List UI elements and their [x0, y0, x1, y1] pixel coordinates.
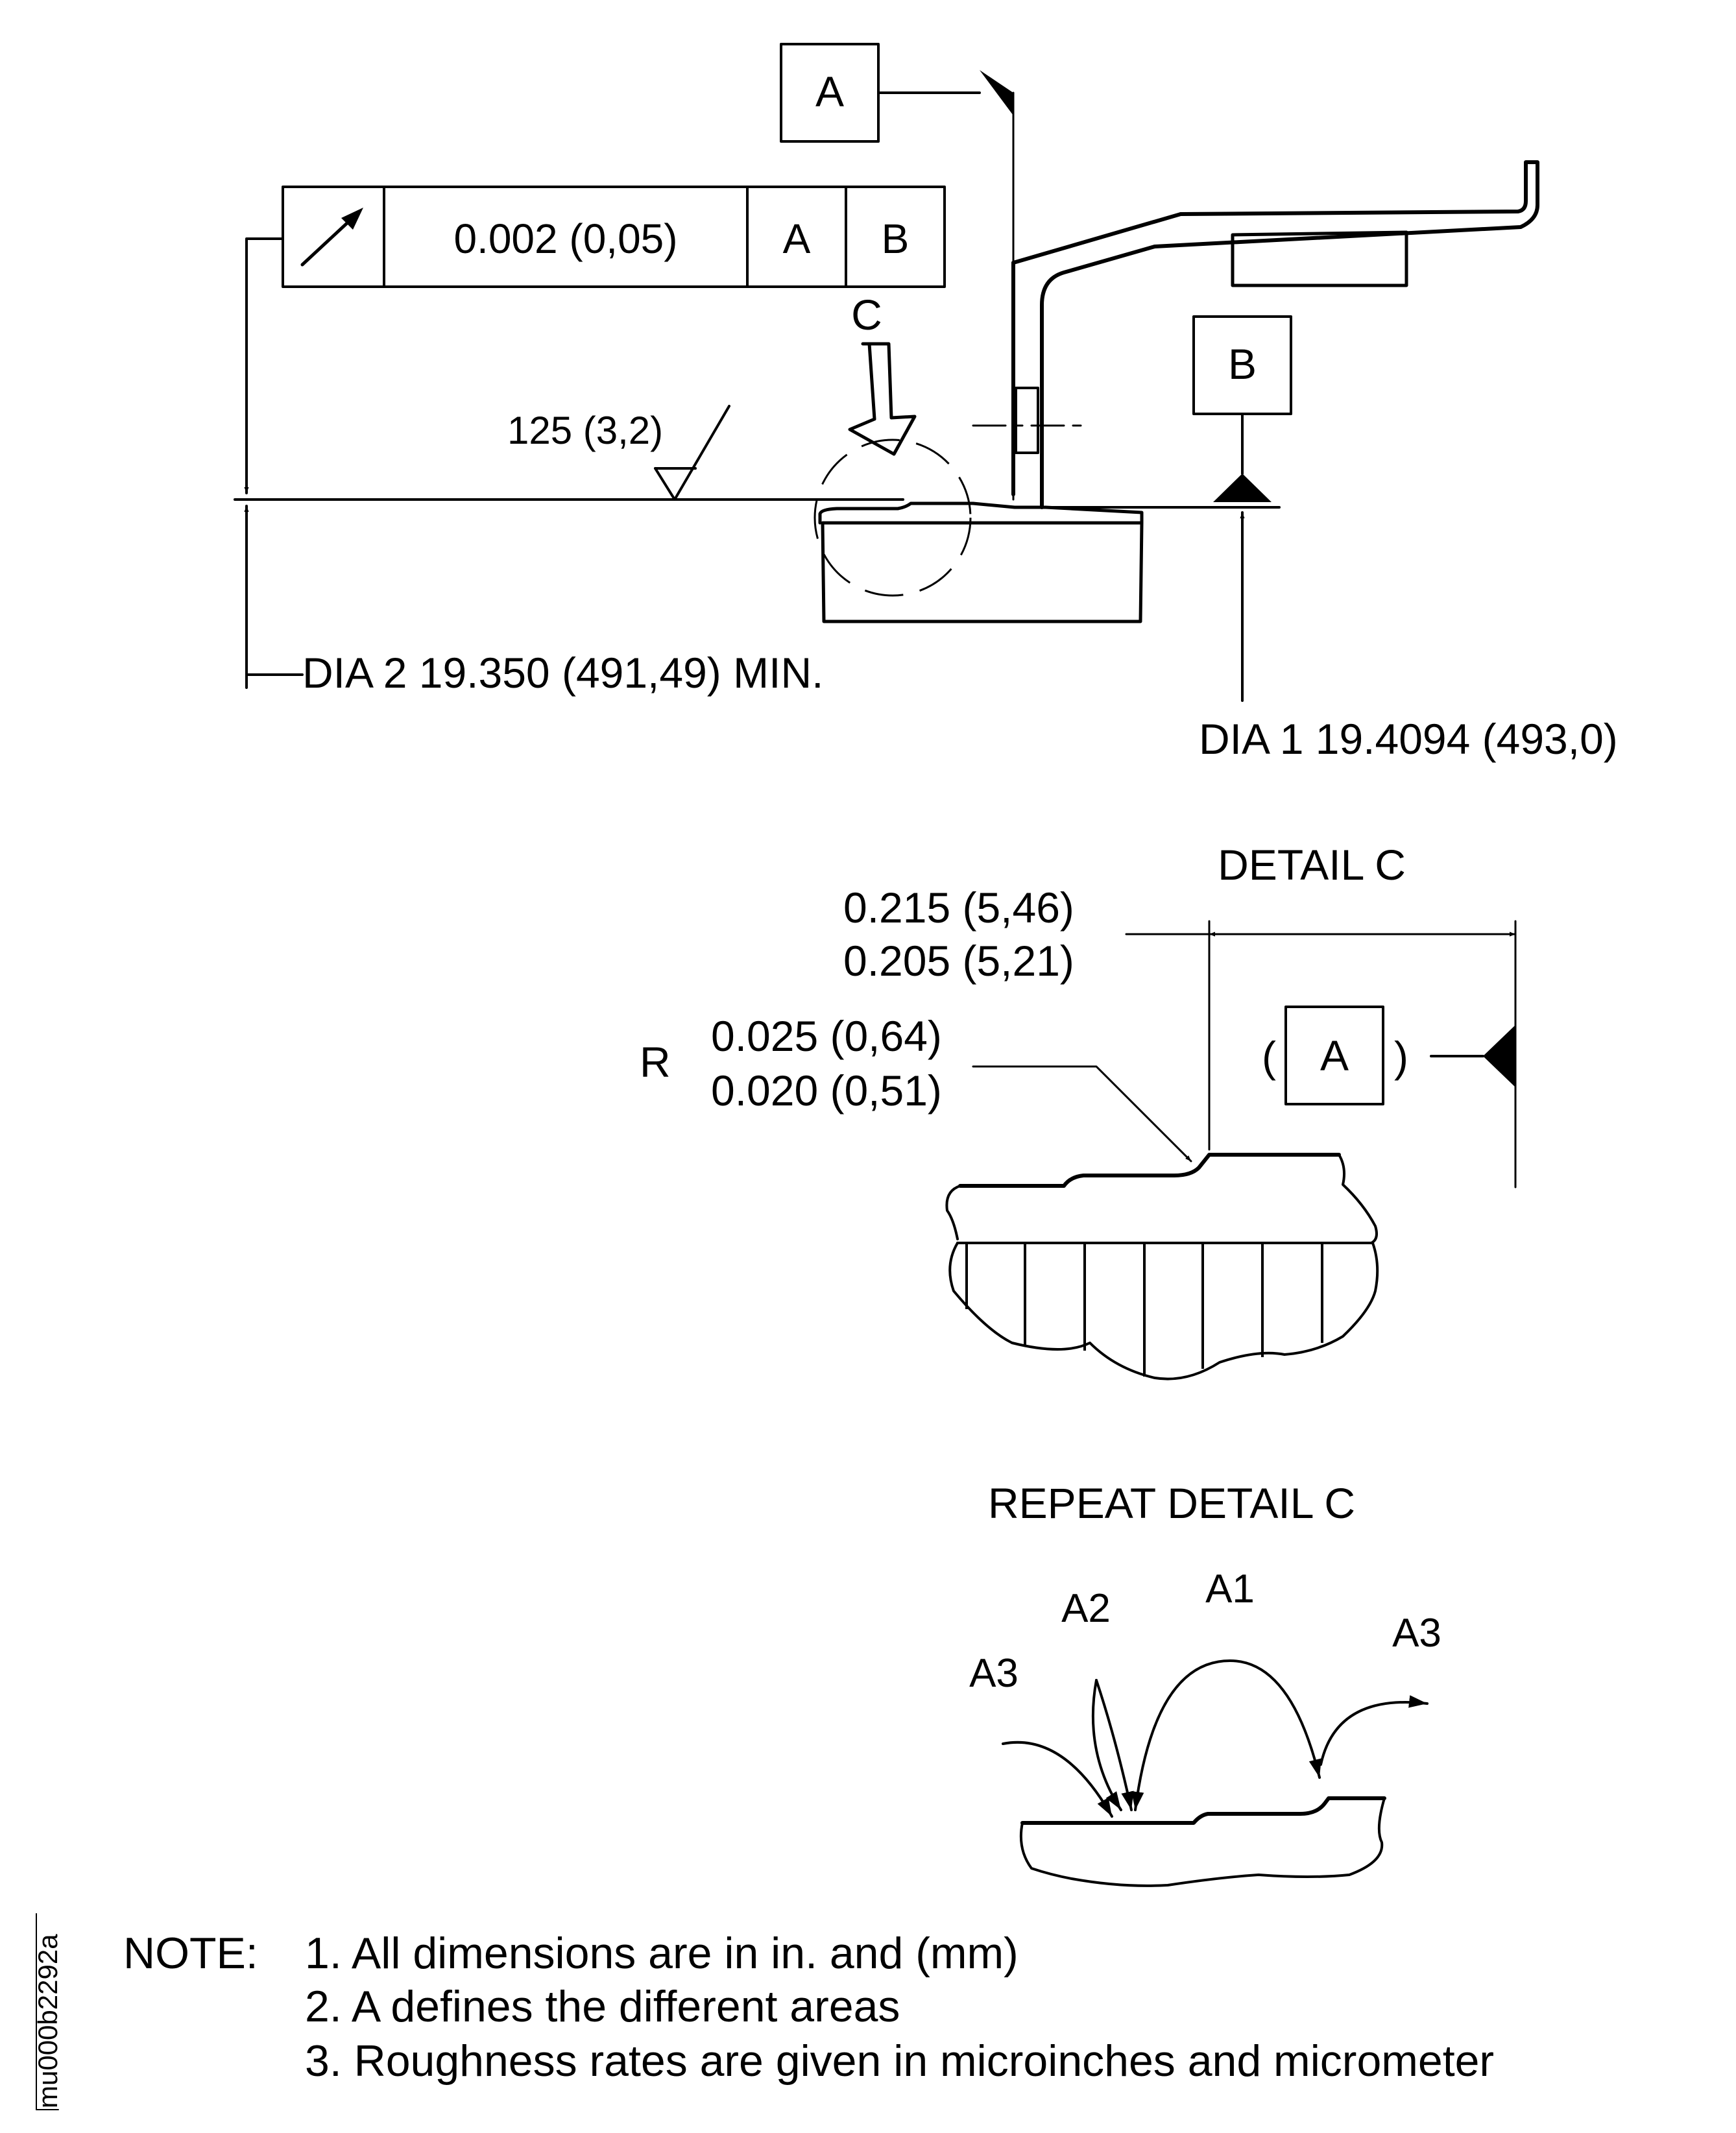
datum-b-triangle — [1213, 474, 1272, 502]
repeat-detail-title: REPEAT DETAIL C — [988, 1479, 1355, 1527]
note-item-3: 3. Roughness rates are given in microinc… — [305, 2036, 1494, 2086]
figure-id-block: mu000b2292a — [32, 1913, 63, 2110]
detail-circle — [814, 439, 972, 597]
datum-b-symbol: B — [1041, 315, 1292, 509]
figure-id: mu000b2292a — [32, 1934, 63, 2108]
area-label-a2: A2 — [1061, 1586, 1111, 1631]
ref-close-paren: ) — [1394, 1033, 1408, 1081]
radius-lower: 0.020 (0,51) — [711, 1066, 942, 1115]
detail-c-arrow — [848, 342, 917, 456]
dia2-label: DIA 2 19.350 (491,49) MIN. — [302, 649, 823, 697]
detail-c-dim-upper: 0.215 (5,46) — [843, 884, 1074, 932]
roughness-label: 125 (3,2) — [507, 409, 663, 452]
dia1-label: DIA 1 19.4094 (493,0) — [1199, 715, 1618, 763]
upper-block — [1231, 230, 1408, 287]
note-item-1: 1. All dimensions are in in. and (mm) — [305, 1929, 1019, 1978]
runout-icon — [300, 208, 363, 267]
detail-c-view: DETAIL C 0.215 (5,46) 0.205 (5,21) R 0.0… — [640, 841, 1517, 1380]
fcf-datum-a: A — [783, 215, 811, 262]
detail-c-dim-lower: 0.205 (5,21) — [843, 937, 1074, 985]
fcf-datum-b: B — [882, 215, 910, 262]
detail-c-title: DETAIL C — [1218, 841, 1406, 889]
repeat-detail-view: REPEAT DETAIL C A1 A2 A3 A3 — [969, 1479, 1441, 1887]
radius-prefix: R — [640, 1038, 671, 1086]
area-label-a1: A1 — [1205, 1567, 1255, 1611]
fcf-tolerance: 0.002 (0,05) — [453, 215, 677, 262]
notes-block: NOTE: 1. All dimensions are in in. and (… — [123, 1929, 1494, 2086]
radius-upper: 0.025 (0,64) — [711, 1012, 942, 1060]
datum-a-triangle — [980, 70, 1013, 115]
note-item-2: 2. A defines the different areas — [305, 1982, 900, 2031]
ref-datum-a: A — [1320, 1031, 1349, 1079]
feature-control-frame: 0.002 (0,05) A B — [244, 186, 946, 494]
detail-c-callout: C — [851, 291, 882, 339]
main-view: A 0.002 (0,05) A B DIA 2 19.350 (491,49)… — [234, 43, 1618, 763]
roughness-symbol: 125 (3,2) — [507, 405, 730, 501]
notes-heading: NOTE: — [123, 1929, 258, 1978]
datum-a-label: A — [815, 67, 844, 115]
area-label-a3-left: A3 — [969, 1651, 1019, 1696]
part-body — [972, 91, 1539, 509]
ref-open-paren: ( — [1262, 1033, 1276, 1081]
datum-a-symbol: A — [780, 43, 1013, 143]
area-label-a3-right: A3 — [1392, 1611, 1441, 1656]
lower-block — [818, 501, 1144, 623]
datum-b-label: B — [1228, 340, 1257, 388]
